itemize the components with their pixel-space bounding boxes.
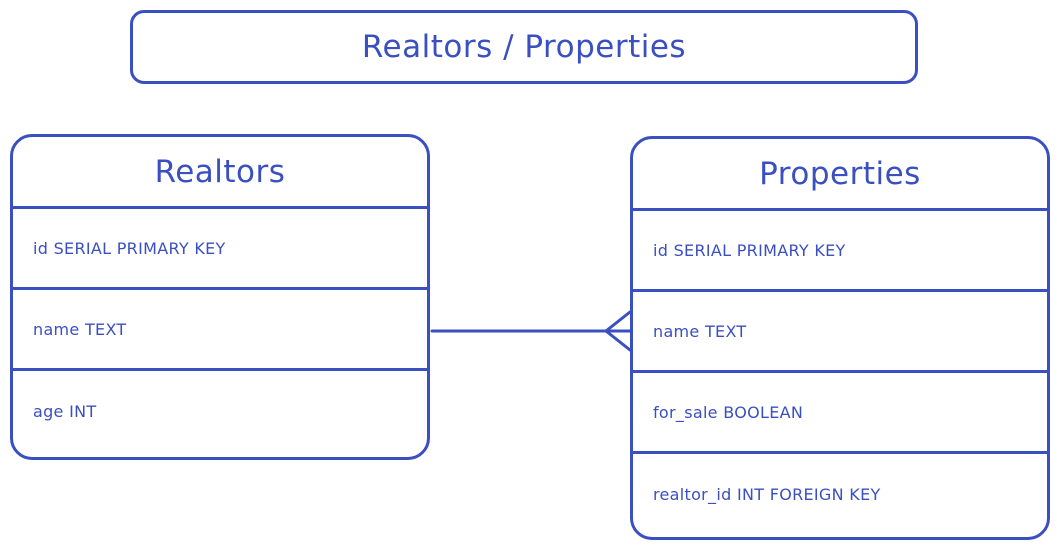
properties-field-name: name TEXT bbox=[633, 292, 1047, 373]
entity-properties-header: Properties bbox=[633, 139, 1047, 211]
properties-field-realtor-id-text: realtor_id INT FOREIGN KEY bbox=[653, 485, 881, 504]
properties-field-for-sale: for_sale BOOLEAN bbox=[633, 373, 1047, 454]
properties-field-name-text: name TEXT bbox=[653, 321, 747, 341]
realtors-field-id: id SERIAL PRIMARY KEY bbox=[13, 209, 427, 290]
realtors-field-name: name TEXT bbox=[13, 290, 427, 371]
realtors-field-age: age INT bbox=[13, 371, 427, 452]
properties-field-id: id SERIAL PRIMARY KEY bbox=[633, 211, 1047, 292]
diagram-title-box: Realtors / Properties bbox=[130, 10, 918, 84]
entity-realtors: Realtors id SERIAL PRIMARY KEY name TEXT… bbox=[10, 134, 430, 460]
entity-properties: Properties id SERIAL PRIMARY KEY name TE… bbox=[630, 136, 1050, 540]
properties-field-for-sale-text: for_sale BOOLEAN bbox=[653, 402, 804, 422]
realtors-field-id-text: id SERIAL PRIMARY KEY bbox=[33, 238, 226, 258]
realtors-field-age-text: age INT bbox=[33, 402, 97, 421]
properties-field-id-text: id SERIAL PRIMARY KEY bbox=[653, 240, 846, 260]
entity-realtors-header: Realtors bbox=[13, 137, 427, 209]
diagram-title: Realtors / Properties bbox=[361, 29, 687, 65]
entity-realtors-title: Realtors bbox=[154, 153, 286, 190]
entity-properties-title: Properties bbox=[759, 155, 921, 192]
realtors-field-name-text: name TEXT bbox=[33, 319, 127, 339]
properties-field-realtor-id: realtor_id INT FOREIGN KEY bbox=[633, 454, 1047, 535]
crows-foot-icon bbox=[604, 310, 632, 352]
